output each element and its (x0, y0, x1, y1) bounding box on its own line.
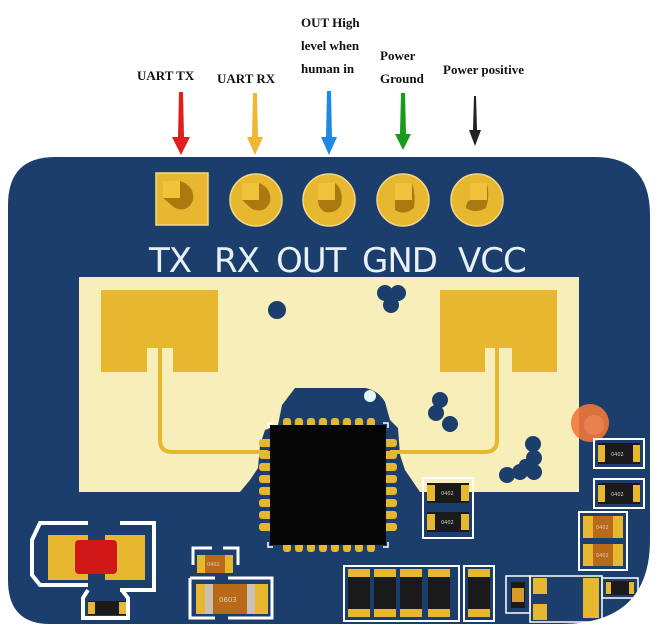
patch-antenna-left (101, 290, 218, 372)
chip-pin (383, 451, 397, 459)
arrow-out (321, 91, 337, 155)
chip-pin (259, 439, 273, 447)
pin-pad-gnd (376, 173, 430, 227)
resistor-right-1: 0402 (598, 443, 640, 464)
chip-pin (259, 463, 273, 471)
arrow-tx (172, 92, 190, 155)
callout-uart-rx: UART RX (217, 67, 275, 90)
pin-label-gnd: GND (362, 241, 437, 281)
callout-out-line-2: level when (301, 38, 360, 53)
chip-pin (259, 487, 273, 495)
orange-led-core (584, 415, 604, 435)
capacitor-right-1: 0402 (583, 516, 623, 538)
callout-gnd-line-2: Ground (380, 71, 424, 86)
callout-power-positive: Power positive (443, 58, 524, 81)
callout-uart-rx-line: UART RX (217, 71, 276, 86)
arrow-rx (247, 93, 263, 155)
resistor-right-2-label: 0402 (611, 492, 624, 498)
pin-label-rx: RX (214, 241, 260, 281)
callout-uart-tx: UART TX (137, 64, 194, 87)
chip-pin (383, 475, 397, 483)
bottom-resistor (400, 569, 422, 617)
callout-out-high: OUT High level when human in (301, 11, 360, 80)
pin-label-tx: TX (148, 241, 192, 281)
callout-uart-tx-line: UART TX (137, 68, 195, 83)
bottom-resistor (374, 569, 396, 617)
bottom-resistor (348, 569, 370, 617)
pin-label-out: OUT (276, 241, 347, 281)
chip-pin (383, 523, 397, 531)
regulator (505, 575, 639, 623)
right-components: 0402 0402 0402 0402 (578, 438, 645, 571)
feed-line-left (158, 348, 268, 454)
pin1-marker (364, 390, 376, 402)
bottom-resistor-array (343, 565, 495, 622)
capacitor-small-left: 0402 (197, 555, 233, 573)
chip-pin (383, 499, 397, 507)
chip-pin (259, 451, 273, 459)
callout-power-ground: Power Ground (380, 44, 424, 90)
arrow-gnd (395, 93, 411, 150)
callout-out-line-3: human in (301, 61, 355, 76)
chip-pin (259, 511, 273, 519)
callout-gnd-line-1: Power (380, 48, 416, 63)
pin-pad-rx (229, 173, 283, 227)
capacitor-large-left-label: 0603 (219, 596, 237, 604)
left-caps: 0402 0603 (188, 546, 274, 620)
resistor-mid-2: 0402 (427, 512, 469, 532)
resistor-mid-1-label: 0402 (441, 491, 454, 497)
capacitor-large-left: 0603 (196, 584, 268, 614)
pin-pad-tx (155, 172, 209, 226)
capacitor-right-2-label: 0402 (596, 553, 609, 559)
capacitor-right-1-label: 0402 (596, 525, 609, 531)
red-led (75, 540, 117, 574)
chip-pin (259, 523, 273, 531)
chip-pin (383, 511, 397, 519)
feed-line-right (390, 348, 499, 454)
resistor-group-mid: 0402 0402 (422, 477, 474, 539)
pin-pad-vcc (450, 173, 504, 227)
led-footprint (30, 521, 156, 620)
header-pins (155, 172, 504, 227)
bottom-resistor (428, 569, 450, 617)
radar-chip (270, 425, 386, 545)
pin-label-vcc: VCC (458, 241, 526, 281)
resistor-right-1-label: 0402 (611, 452, 624, 458)
capacitor-right-2: 0402 (583, 544, 623, 566)
chip-pin (383, 487, 397, 495)
capacitor-small-left-label: 0402 (207, 562, 220, 568)
patch-antenna-right (440, 290, 557, 372)
arrow-vcc (469, 96, 481, 146)
callout-vcc-line: Power positive (443, 62, 524, 77)
resistor-mid-1: 0402 (427, 483, 469, 503)
resistor-led (88, 601, 126, 615)
chip-silkscreen (267, 422, 389, 548)
chip-pin (383, 463, 397, 471)
vias (268, 285, 542, 483)
chip-pin (259, 475, 273, 483)
chip-pin (383, 439, 397, 447)
bottom-resistors (348, 569, 490, 617)
resistor-right-2: 0402 (598, 483, 640, 504)
pin-pad-out (302, 173, 356, 227)
bottom-resistor (468, 569, 490, 617)
callout-out-line-1: OUT High (301, 15, 360, 30)
chip-pin (259, 499, 273, 507)
resistor-mid-2-label: 0402 (441, 520, 454, 526)
